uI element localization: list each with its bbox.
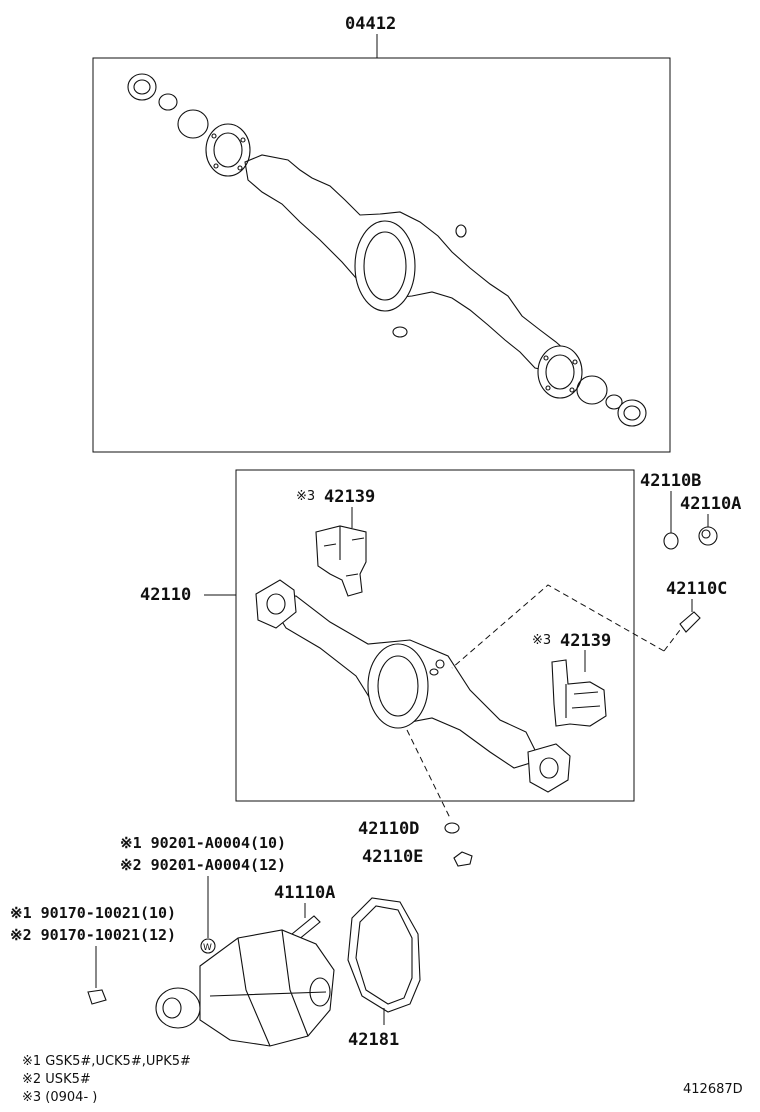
axle-housing (255, 579, 571, 793)
label-bolt-1: ※1 90201-A0004(10) (120, 834, 286, 852)
o-ring-right (576, 375, 608, 405)
label-42110d: 42110D (358, 819, 419, 839)
gasket-left-inner (213, 132, 243, 168)
part-42110b (663, 532, 679, 550)
note-3: ※3 (0904- ) (22, 1090, 97, 1105)
oil-seal-left (127, 73, 157, 101)
plug-gasket-lower (392, 326, 408, 338)
plug-gasket-upper (455, 224, 467, 238)
bracket-lower (551, 659, 607, 727)
diagram-id: 412687D (683, 1082, 743, 1097)
washer-mark-label: W (203, 943, 212, 953)
label-42139-lower: 42139 (560, 631, 611, 651)
label-nut-1: ※1 90170-10021(10) (10, 904, 176, 922)
kit-box (92, 57, 671, 453)
label-bolt-2: ※2 90201-A0004(12) (120, 856, 286, 874)
carrier-pinion-flange (155, 987, 201, 1029)
part-42110c (679, 611, 701, 633)
label-42139-upper: 42139 (324, 487, 375, 507)
oil-seal-right-inner (623, 405, 641, 421)
gasket-right-inner (545, 354, 575, 390)
bracket-upper (315, 525, 367, 597)
axle-flange-right (527, 743, 571, 793)
label-42181: 42181 (348, 1030, 399, 1050)
o-ring-left (177, 109, 209, 139)
mark3-lower: ※3 (532, 633, 551, 648)
differential-carrier (155, 929, 335, 1047)
carrier-gasket-inner (363, 231, 407, 301)
label-04412: 04412 (345, 14, 396, 34)
axle-housing-kit-drawing (127, 73, 647, 427)
label-nut-2: ※2 90170-10021(12) (10, 926, 176, 944)
gasket-left (205, 123, 251, 177)
dashed-leader-42110d (406, 729, 451, 819)
label-42110a: 42110A (680, 494, 741, 514)
note-2: ※2 USK5# (22, 1072, 91, 1087)
washer-marker (200, 938, 216, 954)
o-ring-right-small (605, 394, 623, 410)
nut-part (87, 989, 107, 1005)
carrier-body (199, 929, 335, 1047)
label-41110a: 41110A (274, 883, 335, 903)
label-42110b: 42110B (640, 471, 701, 491)
oil-seal-right (617, 399, 647, 427)
carrier-housing-ring (367, 643, 429, 729)
note-1: ※1 GSK5#,UCK5#,UPK5# (22, 1054, 191, 1069)
gasket-right (537, 345, 583, 399)
oil-seal-left-inner (133, 79, 151, 95)
carrier-gasket (354, 220, 416, 312)
gasket-42181 (347, 897, 421, 1013)
axle-flange-left (255, 579, 297, 629)
part-42110d (444, 822, 460, 834)
label-42110: 42110 (140, 585, 191, 605)
housing-box (235, 469, 635, 802)
part-42110a (698, 526, 718, 546)
label-42110e: 42110E (362, 847, 423, 867)
dashed-leader-42110c (451, 584, 665, 669)
label-42110c: 42110C (666, 579, 727, 599)
mark3-upper: ※3 (296, 489, 315, 504)
o-ring-left-small (158, 93, 178, 111)
part-42110e (453, 851, 473, 867)
